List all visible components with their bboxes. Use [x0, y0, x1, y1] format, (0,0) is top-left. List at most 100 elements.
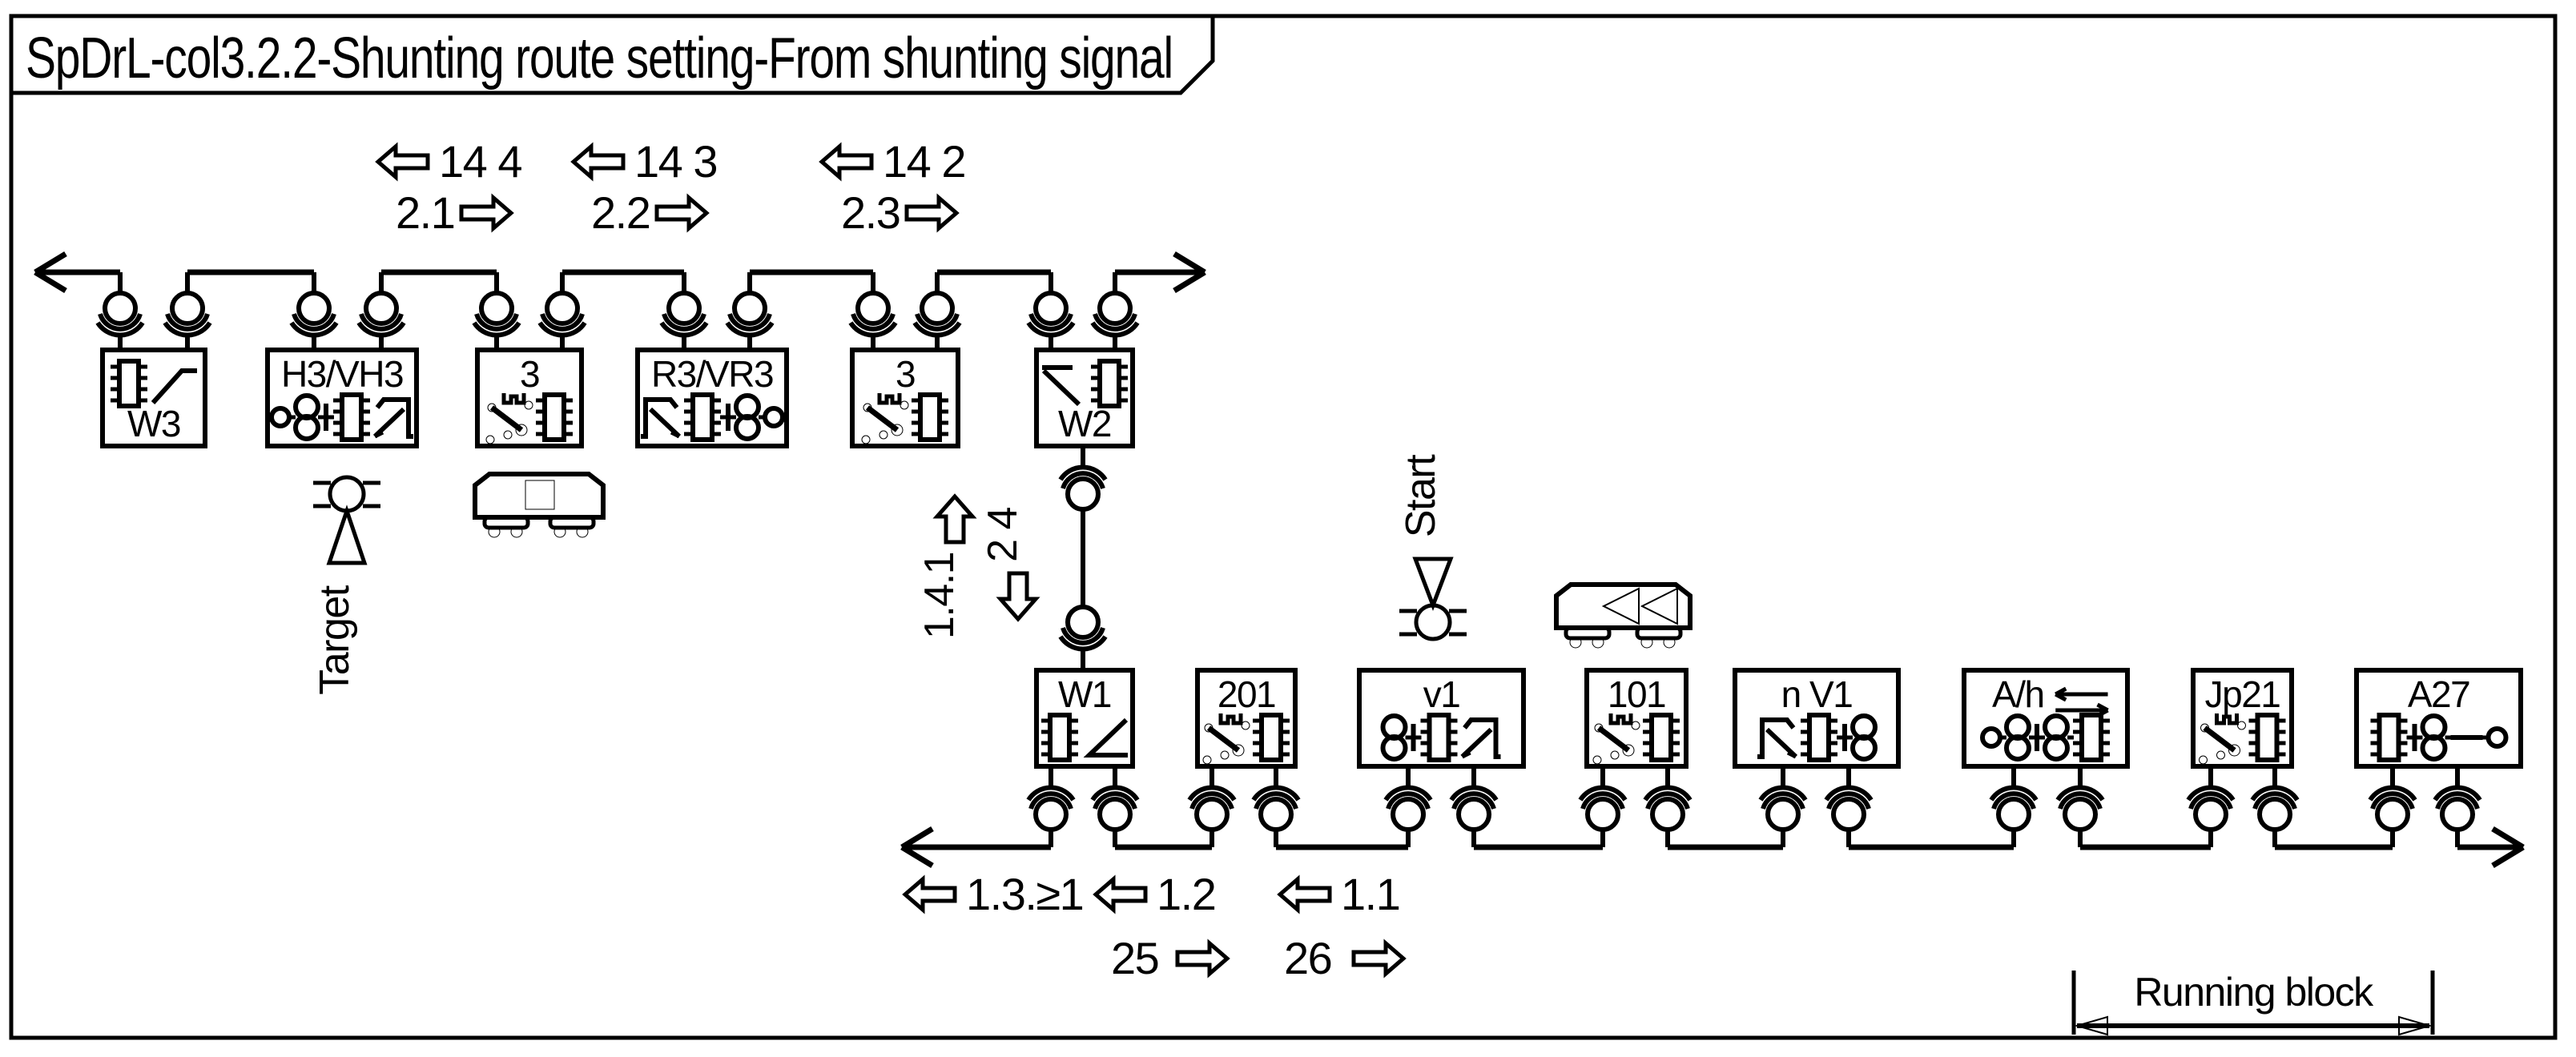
route-arrow-right-icon	[904, 193, 960, 233]
start-signal: Start	[1398, 454, 1467, 641]
block-label: R3/VR3	[651, 353, 773, 395]
connector	[1026, 785, 1076, 832]
route-label: 1.1	[1277, 869, 1401, 919]
block-label: W3	[127, 403, 180, 444]
block-101: 101	[1578, 668, 1693, 847]
route-label-text: 26	[1284, 933, 1331, 983]
block-w2: W2	[1026, 272, 1140, 448]
route-arrow-right-icon	[1175, 938, 1230, 979]
route-label-text: 14 2	[883, 136, 965, 187]
wagon-icon	[1554, 582, 1693, 649]
route-label: 14 2	[819, 136, 967, 187]
drawing-frame: SpDrL-col3.2.2-Shunting route setting-Fr…	[9, 14, 2558, 1040]
direction-arrow-icon	[1640, 587, 1678, 625]
connector	[912, 291, 962, 338]
block-3: 3	[472, 272, 587, 448]
bus-arrow-right-icon	[1173, 251, 1206, 293]
block-r3vr3: R3/VR3	[635, 272, 789, 448]
block-label: 201	[1218, 673, 1275, 715]
route-label-text: 14 3	[634, 136, 717, 187]
wagon-icon	[473, 472, 606, 538]
route-label-text: 14 4	[439, 136, 521, 187]
block-label: A27	[2408, 673, 2469, 715]
target-signal: Target	[312, 475, 380, 695]
top-route-labels: 14 4 14 3 14 2 2.1 2.2 2.3	[375, 136, 967, 238]
route-label: 14 4	[375, 136, 523, 187]
connector	[163, 291, 212, 338]
bus-arrow-left-icon	[34, 251, 67, 293]
connector	[1058, 464, 1108, 512]
block-201: 201	[1187, 668, 1301, 847]
connector	[1026, 291, 1076, 338]
title-block: SpDrL-col3.2.2-Shunting route setting-Fr…	[9, 14, 1215, 95]
route-arrow-left-icon	[902, 874, 957, 914]
route-label: 1.3.≥1	[902, 869, 1085, 919]
connector	[1824, 785, 1874, 832]
route-arrow-left-icon	[819, 142, 874, 182]
block-ah: A/h	[1962, 668, 2130, 847]
connector	[848, 291, 898, 338]
connector	[2186, 785, 2236, 832]
w2-w1-link: 1.4.12 4	[916, 446, 1108, 670]
route-label-text: 2.3	[841, 187, 900, 238]
route-label-text: 1.1	[1341, 869, 1399, 919]
bus-arrow-right-icon	[2491, 826, 2525, 868]
route-label-text: 25	[1111, 933, 1158, 983]
block-label: 101	[1608, 673, 1665, 715]
route-arrow-up-icon	[932, 493, 977, 545]
connector	[356, 291, 406, 338]
block-label: 3	[520, 353, 539, 395]
block-label: A/h	[1992, 673, 2044, 715]
connector	[2433, 785, 2482, 832]
connector	[537, 291, 587, 338]
dimension-label: Running block	[2134, 970, 2374, 1015]
route-arrow-left-icon	[1093, 874, 1148, 914]
link-route-label: 2 4	[980, 508, 1040, 622]
route-label: 26	[1284, 933, 1407, 983]
route-label: 2.1	[396, 187, 514, 238]
route-label: 1.2	[1093, 869, 1217, 919]
route-arrow-right-icon	[459, 193, 514, 233]
route-label-text: 1.3.≥1	[966, 869, 1083, 919]
block-label: v1	[1423, 673, 1460, 715]
route-arrow-right-icon	[1351, 938, 1407, 979]
route-arrow-left-icon	[1277, 874, 1332, 914]
connector	[1383, 785, 1433, 832]
connector	[472, 291, 521, 338]
bottom-bus	[900, 826, 2525, 868]
connector	[725, 291, 775, 338]
block-nv1: n V1	[1733, 668, 1901, 847]
route-label: 14 3	[570, 136, 718, 187]
route-label-text: 2.1	[396, 187, 454, 238]
route-label: 2.2	[591, 187, 710, 238]
connector	[1090, 291, 1140, 338]
route-arrow-left-icon	[570, 142, 626, 182]
block-h3vh3: H3/VH3	[265, 272, 419, 448]
connector	[289, 291, 339, 338]
block-label: W1	[1058, 673, 1111, 715]
direction-arrow-icon	[1601, 587, 1640, 625]
running-block-dimension: Running block	[2071, 970, 2435, 1036]
block-label: W2	[1058, 403, 1111, 444]
connector	[1058, 605, 1108, 652]
block-a27: A27	[2354, 668, 2523, 847]
block-jp21: Jp21	[2186, 668, 2300, 847]
route-arrow-left-icon	[375, 142, 430, 182]
route-label: 25	[1111, 933, 1230, 983]
link-route-label: 1.4.1	[916, 493, 977, 639]
signal-label: Start	[1398, 454, 1444, 537]
top-bus	[34, 251, 1206, 293]
connector	[95, 291, 145, 338]
route-arrow-down-icon	[996, 571, 1040, 622]
connector	[2250, 785, 2300, 832]
connector	[1643, 785, 1693, 832]
connector	[659, 291, 709, 338]
route-label: 2.3	[841, 187, 960, 238]
route-label-text: 2.2	[591, 187, 650, 238]
connector	[1090, 785, 1140, 832]
route-arrow-right-icon	[654, 193, 710, 233]
signal-label: Target	[312, 585, 358, 695]
